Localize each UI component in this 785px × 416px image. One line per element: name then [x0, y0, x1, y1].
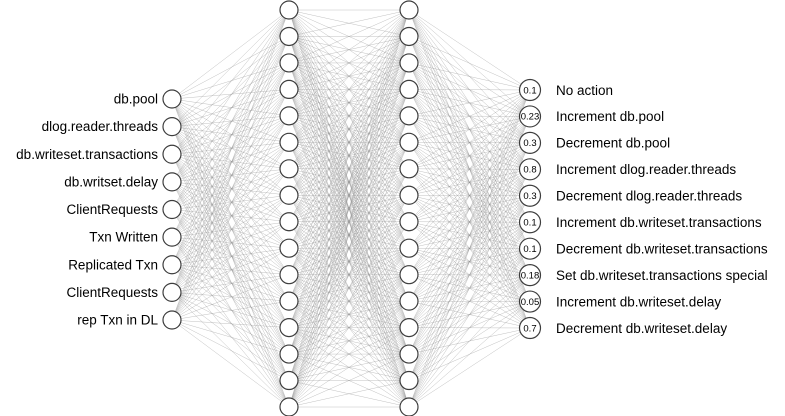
hidden-node [399, 370, 419, 391]
output-node [518, 78, 542, 102]
hidden-node [279, 185, 299, 205]
hidden-node [279, 238, 299, 258]
output-value: 0.23 [521, 112, 540, 123]
input-node [162, 282, 182, 302]
hidden-node [279, 26, 299, 47]
input-node [162, 199, 182, 220]
hidden-node [279, 397, 299, 416]
input-node [162, 310, 182, 330]
output-value: 0.7 [523, 323, 536, 334]
hidden-node [279, 106, 299, 126]
input-label: db.pool [114, 92, 158, 107]
hidden-node [279, 79, 299, 100]
layer-3-nodes [518, 78, 542, 340]
hidden-node [399, 106, 419, 126]
hidden-node [399, 132, 419, 152]
output-node [518, 184, 542, 207]
hidden-node [279, 370, 299, 391]
output-node [518, 237, 542, 260]
input-label: dlog.reader.threads [42, 119, 159, 134]
hidden-node [399, 53, 419, 73]
input-label: db.writeset.transactions [16, 147, 158, 162]
hidden-node [399, 79, 419, 100]
output-value: 0.05 [521, 297, 540, 308]
hidden-node [279, 159, 299, 179]
input-label: db.writset.delay [64, 174, 158, 189]
edges [171, 9, 531, 408]
input-node [162, 172, 182, 192]
hidden-node [279, 212, 299, 232]
output-action-label: Decrement db.writeset.delay [556, 321, 727, 336]
input-node [162, 117, 182, 137]
output-node [518, 105, 542, 128]
hidden-node [279, 291, 299, 311]
hidden-node [399, 318, 419, 338]
output-action-label: Decrement db.pool [556, 136, 670, 151]
hidden-node [279, 318, 299, 338]
input-label: ClientRequests [66, 285, 158, 300]
output-value: 0.18 [521, 270, 540, 281]
input-label: rep Txn in DL [77, 313, 158, 328]
input-label: Replicated Txn [68, 257, 158, 272]
output-action-label: Decrement dlog.reader.threads [556, 189, 742, 204]
hidden-node [399, 185, 419, 205]
hidden-node [279, 132, 299, 152]
output-value: 0.3 [523, 191, 536, 202]
output-value: 0.1 [523, 244, 536, 255]
hidden-node [399, 26, 419, 47]
output-value: 0.8 [523, 165, 536, 176]
output-value: 0.1 [523, 85, 536, 96]
output-action-label: No action [556, 83, 613, 98]
layer-2-nodes [399, 0, 419, 416]
hidden-node [399, 344, 419, 364]
output-node [518, 158, 542, 181]
output-value: 0.3 [523, 138, 536, 149]
hidden-node [399, 397, 419, 416]
layer-0-nodes [162, 89, 182, 330]
input-node [162, 144, 182, 164]
hidden-node [399, 0, 419, 20]
output-node [518, 316, 542, 340]
output-node [518, 211, 542, 234]
output-action-label: Set db.writeset.transactions special [556, 268, 768, 283]
input-label: ClientRequests [66, 202, 158, 217]
input-labels: db.pool dlog.reader.threads db.writeset.tr… [16, 92, 158, 328]
hidden-node [399, 212, 419, 232]
output-node [518, 290, 542, 313]
hidden-node [279, 0, 299, 20]
layer-1-nodes [279, 0, 299, 416]
input-node [162, 255, 182, 275]
output-action-label: Increment db.pool [556, 109, 664, 124]
output-action-label: Decrement db.writeset.transactions [556, 241, 768, 256]
input-label: Txn Written [89, 230, 158, 245]
hidden-node [399, 159, 419, 179]
hidden-node [279, 344, 299, 364]
output-node [518, 131, 542, 154]
input-node [162, 89, 182, 109]
output-value: 0.1 [523, 218, 536, 229]
output-action-label: Increment db.writeset.delay [556, 294, 721, 309]
output-node [518, 264, 542, 287]
output-action-label: Increment dlog.reader.threads [556, 162, 736, 177]
hidden-node [399, 291, 419, 311]
hidden-node [399, 265, 419, 285]
input-node [162, 227, 182, 247]
hidden-node [399, 238, 419, 258]
hidden-node [279, 53, 299, 73]
hidden-node [279, 265, 299, 285]
output-action-label: Increment db.writeset.transactions [556, 215, 762, 230]
